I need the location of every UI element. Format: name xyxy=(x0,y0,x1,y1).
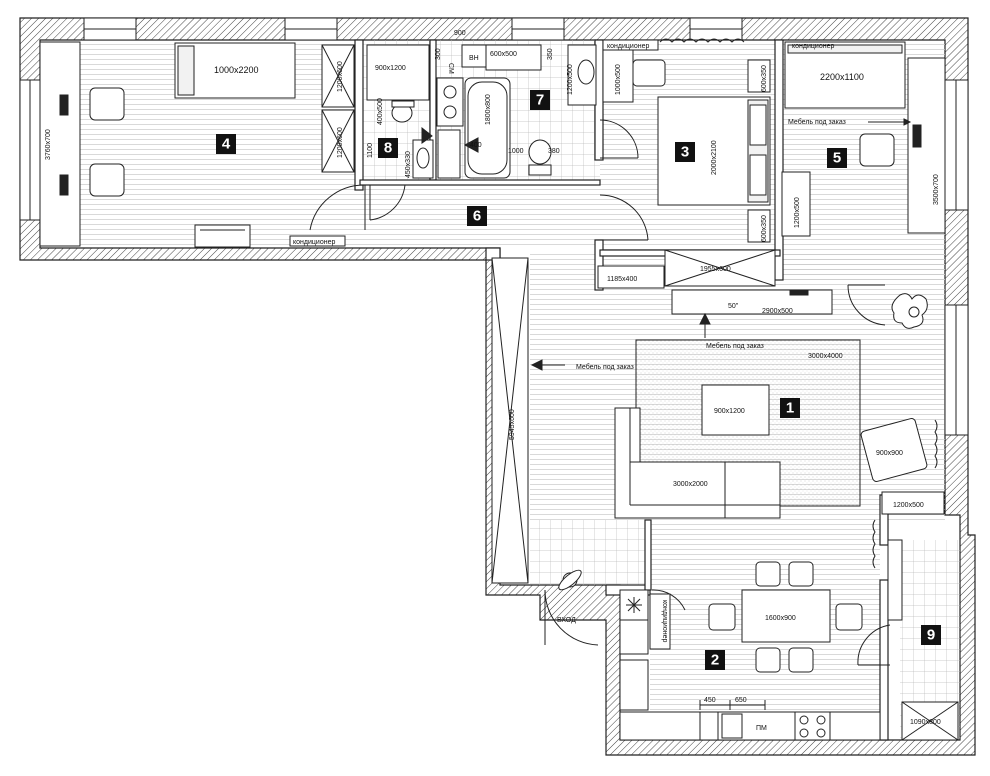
cabinet-1200 xyxy=(881,491,945,515)
label-desk-room4: 3760x700 xyxy=(45,129,52,160)
label-bath-sink-8: 900x1200 xyxy=(375,65,406,72)
label-hood-8: 450x330 xyxy=(405,151,412,178)
balcony-9 xyxy=(887,539,959,741)
label-wardrobe-hall: 5945x600 xyxy=(509,409,516,440)
room-5-number: 5 xyxy=(833,150,841,167)
living-furniture xyxy=(614,289,945,569)
label-dining-table: 1600x900 xyxy=(765,615,796,622)
label-armchair: 900x900 xyxy=(876,450,903,457)
label-dim-350: 350 xyxy=(547,48,554,60)
bed-room4 xyxy=(174,42,296,99)
label-aircon-4: кондиционер xyxy=(293,239,335,246)
tv-stand xyxy=(671,289,833,315)
room-7-number: 7 xyxy=(536,92,544,109)
label-desk-room5: 3500x700 xyxy=(933,174,940,205)
room-9-number: 9 xyxy=(927,627,935,644)
room-4-furniture xyxy=(39,41,355,248)
label-dim-380: 380 xyxy=(548,148,560,155)
hallway-closets xyxy=(491,249,776,584)
label-pm: ПМ xyxy=(756,725,767,732)
label-tv-stand: 2900x500 xyxy=(762,308,793,315)
label-balcony-9: 1090x800 xyxy=(910,719,941,726)
windows xyxy=(19,17,969,436)
label-bed-room5: 2200x1100 xyxy=(820,72,864,82)
label-night-a: 600x350 xyxy=(761,65,768,92)
cabinet-7 xyxy=(485,44,542,71)
label-dim-1100: 1100 xyxy=(367,143,374,158)
room-3-furniture xyxy=(602,38,811,243)
room-4-number: 4 xyxy=(222,136,231,153)
room-2-number: 2 xyxy=(711,652,719,669)
armchair xyxy=(860,418,928,482)
label-dim-300: 300 xyxy=(435,48,442,60)
label-wardrobe-room4-b: 1200x600 xyxy=(337,127,344,158)
toilet-7 xyxy=(528,139,552,165)
label-sink-7: 1200x500 xyxy=(567,64,574,95)
label-aircon-kitchen: кондиционер xyxy=(661,600,668,642)
entrance-person xyxy=(558,569,582,591)
label-entrance: ВХОД xyxy=(557,617,576,624)
label-bath-7: 1800x800 xyxy=(485,94,492,125)
label-bed-room3: 2000x2100 xyxy=(711,140,718,175)
sofa xyxy=(614,407,781,519)
label-sofa: 3000x2000 xyxy=(673,481,708,488)
doors xyxy=(309,119,891,666)
closet-1185 xyxy=(597,265,665,289)
label-cabinet-1200: 1200x500 xyxy=(893,502,924,509)
room-badges: 4 8 7 3 5 6 1 2 9 xyxy=(216,90,941,670)
label-vn: BH xyxy=(469,55,479,62)
label-bed-room4: 1000x2200 xyxy=(214,65,259,75)
label-closet-1955: 1955x600 xyxy=(700,266,731,273)
label-custom-furniture-tv: Мебель под заказ xyxy=(706,342,764,350)
room-5-furniture xyxy=(784,41,946,329)
label-sm: CM xyxy=(447,63,454,74)
desk-room4 xyxy=(39,41,81,247)
label-aircon-5: кондиционер xyxy=(792,43,834,50)
dimension-labels: 1000x2200 1200x600 1200x600 3760x700 900… xyxy=(45,30,941,732)
label-dim-900: 900 xyxy=(454,30,466,37)
stove xyxy=(794,711,831,741)
label-aircon-3: кондиционер xyxy=(607,43,649,50)
label-wardrobe-room3: 1000x500 xyxy=(615,64,622,95)
room-8-number: 8 xyxy=(384,140,392,157)
label-dim-1000: 1000 xyxy=(508,148,524,155)
room-6-number: 6 xyxy=(473,208,481,225)
dining-table xyxy=(741,589,831,643)
room-1-number: 1 xyxy=(786,400,794,417)
label-wardrobe-room3-b: 1200x500 xyxy=(794,197,801,228)
kitchen-furniture xyxy=(619,561,881,741)
label-night-b: 600x350 xyxy=(761,215,768,242)
room-3-number: 3 xyxy=(681,144,689,161)
radiator-room4 xyxy=(194,224,251,248)
label-table-1: 900x1200 xyxy=(714,408,745,415)
label-rug: 3000x4000 xyxy=(808,353,843,360)
coffee-table xyxy=(701,384,770,436)
label-cabinet-7: 600x500 xyxy=(490,51,517,58)
label-custom-furniture-5: Мебель под заказ xyxy=(788,118,846,126)
label-dim-650: 650 xyxy=(735,697,747,704)
label-closet-1185: 1185x400 xyxy=(607,276,637,283)
label-wardrobe-room4-a: 1200x600 xyxy=(337,61,344,92)
label-dim-400: 400 xyxy=(470,142,482,149)
label-tv: 50" xyxy=(728,303,739,310)
wardrobe-room3-b xyxy=(781,171,811,237)
label-dim-450: 450 xyxy=(704,697,716,704)
label-shelf-8: 400x500 xyxy=(377,98,384,125)
label-custom-furniture-hall: Мебель под заказ xyxy=(576,363,634,371)
bathroom-fixtures xyxy=(366,44,597,179)
